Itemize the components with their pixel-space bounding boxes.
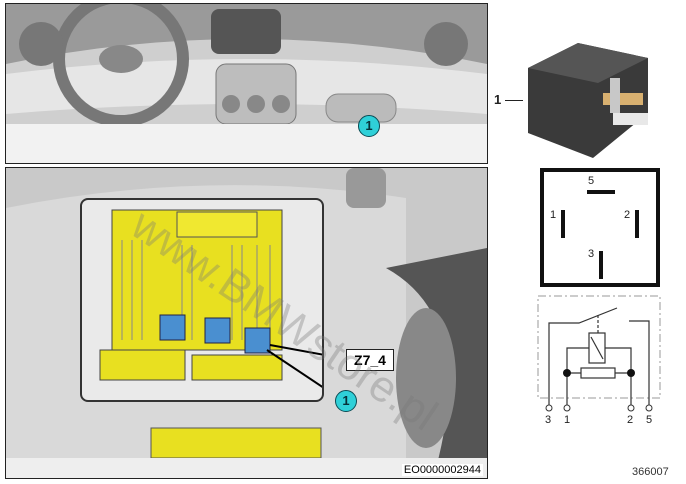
dashboard-view: 1 — [5, 3, 488, 164]
leader-line — [505, 100, 523, 101]
connector-label-box: Z7_4 — [346, 349, 394, 371]
relay-pinout: 5 1 2 3 — [540, 168, 660, 287]
terminal-2: 2 — [627, 414, 634, 426]
callout-1-glovebox: 1 — [358, 115, 380, 137]
diagram-number: 366007 — [632, 466, 669, 478]
pin-1 — [561, 210, 565, 238]
pin-2 — [635, 210, 639, 238]
terminal-3: 3 — [545, 414, 552, 426]
fusebox-location-view: Z7_4 1 EO0000002944 — [5, 167, 488, 479]
fusebox-illustration — [99, 209, 353, 401]
relay-schematic — [537, 295, 661, 412]
dashboard-illustration — [6, 4, 487, 163]
pin-label-3: 3 — [588, 248, 595, 260]
terminal-5: 5 — [646, 414, 653, 426]
relay-part-label: 1 — [494, 92, 502, 107]
pin-label-1: 1 — [550, 209, 557, 221]
connector-label: Z7_4 — [354, 352, 386, 368]
callout-1-relay: 1 — [335, 390, 357, 412]
relay-illustration — [528, 43, 648, 158]
pin-label-2: 2 — [624, 209, 631, 221]
terminal-1: 1 — [564, 414, 571, 426]
pin-3 — [599, 251, 603, 279]
fusebox-inset — [80, 198, 353, 402]
image-code: EO0000002944 — [401, 464, 483, 476]
pin-label-5: 5 — [588, 175, 595, 187]
pin-5 — [587, 190, 615, 194]
